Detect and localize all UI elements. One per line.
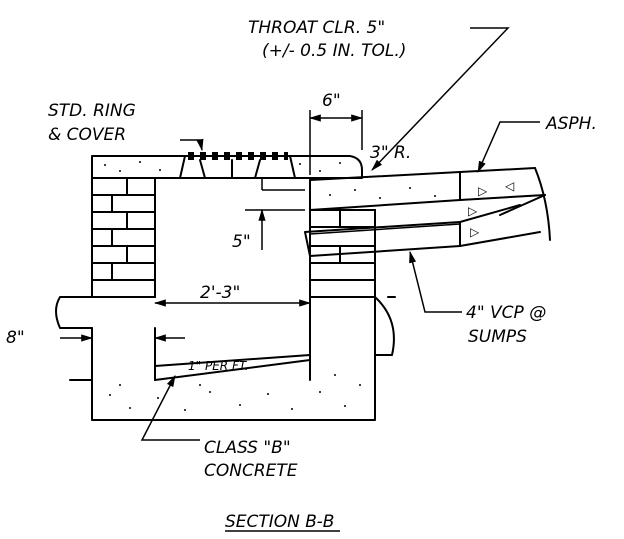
class-label-line2: CONCRETE	[204, 461, 298, 481]
slope-label: 1" PER FT.	[188, 359, 249, 373]
throat-label-line2: (+/- 0.5 IN. TOL.)	[262, 41, 406, 61]
section-title: SECTION B-B	[225, 512, 334, 532]
vcp-label-line2: SUMPS	[468, 327, 527, 347]
left-brick-wall	[91, 177, 156, 381]
concrete-base	[91, 354, 376, 421]
ring-and-cover	[179, 152, 296, 179]
throat-label-line1: THROAT CLR. 5"	[248, 18, 385, 38]
asph-label: ASPH.	[545, 114, 597, 134]
top-slab	[91, 155, 363, 179]
ring-label-line2: & COVER	[48, 125, 126, 145]
dimensions	[60, 110, 364, 342]
svg-text:▷: ▷	[468, 204, 478, 218]
class-label-line1: CLASS "B"	[204, 438, 291, 458]
eight-inch-label: 8"	[6, 328, 25, 348]
three-inch-radius-label: 3" R.	[370, 143, 411, 163]
svg-text:◁: ◁	[504, 179, 514, 193]
right-brick-wall	[309, 209, 376, 381]
leaders	[140, 27, 540, 441]
svg-text:▷: ▷	[478, 184, 488, 198]
five-inch-label: 5"	[232, 232, 251, 252]
six-inch-label: 6"	[322, 91, 341, 111]
vcp-label-line1: 4" VCP @	[466, 303, 546, 323]
vcp-pipe	[304, 204, 541, 257]
width-label: 2'-3"	[200, 283, 240, 303]
svg-text:▷: ▷	[470, 225, 480, 239]
ring-label-line1: STD. RING	[48, 101, 136, 121]
gutter-asphalt: ▷ ◁ ▷ ▷	[309, 167, 551, 241]
